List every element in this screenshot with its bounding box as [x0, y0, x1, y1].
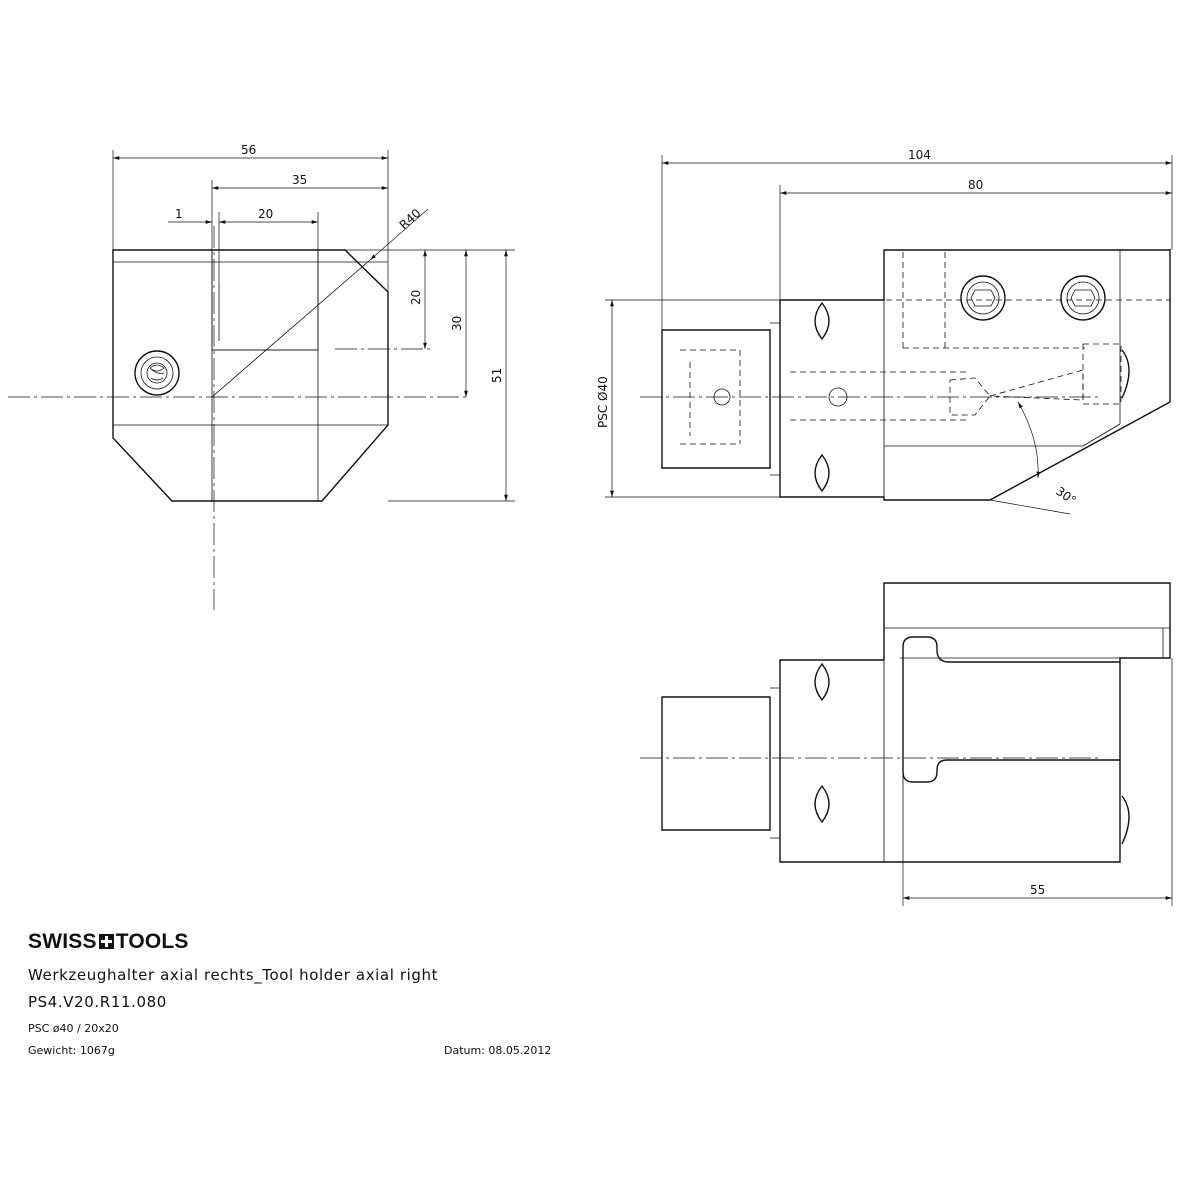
- front-view: [8, 226, 470, 610]
- dim-front-30-v: 30: [450, 316, 464, 331]
- dim-front-51-v: 51: [490, 368, 504, 383]
- front-dimensions: [112, 150, 515, 502]
- part-number: PS4.V20.R11.080: [28, 993, 167, 1011]
- side-view: [640, 249, 1171, 501]
- dim-front-35: 35: [292, 173, 307, 187]
- brand-right: TOOLS: [115, 930, 189, 953]
- swiss-cross-icon: [98, 934, 114, 949]
- dim-front-20-h: 20: [258, 207, 273, 221]
- dim-side-psc: PSC Ø40: [596, 376, 610, 428]
- dim-front-1: 1: [175, 207, 183, 221]
- dim-side-80: 80: [968, 178, 983, 192]
- top-view: [640, 582, 1171, 863]
- dim-top-55: 55: [1030, 883, 1045, 897]
- spec-text: PSC ø40 / 20x20: [28, 1022, 119, 1035]
- drawing-description: Werkzeughalter axial rechts_Tool holder …: [28, 966, 439, 984]
- weight-text: Gewicht: 1067g: [28, 1044, 115, 1057]
- date-text: Datum: 08.05.2012: [444, 1044, 552, 1057]
- brand-left: SWISS: [28, 930, 97, 953]
- top-dimensions: [902, 658, 1173, 906]
- side-dimensions: [605, 155, 1173, 515]
- dim-front-20-v: 20: [409, 290, 423, 305]
- dim-front-radius: R40: [397, 206, 424, 232]
- dim-side-angle: 30°: [1053, 484, 1078, 508]
- dim-front-width: 56: [241, 143, 256, 157]
- brand-logo: SWISS TOOLS: [28, 930, 189, 954]
- dim-side-104: 104: [908, 148, 931, 162]
